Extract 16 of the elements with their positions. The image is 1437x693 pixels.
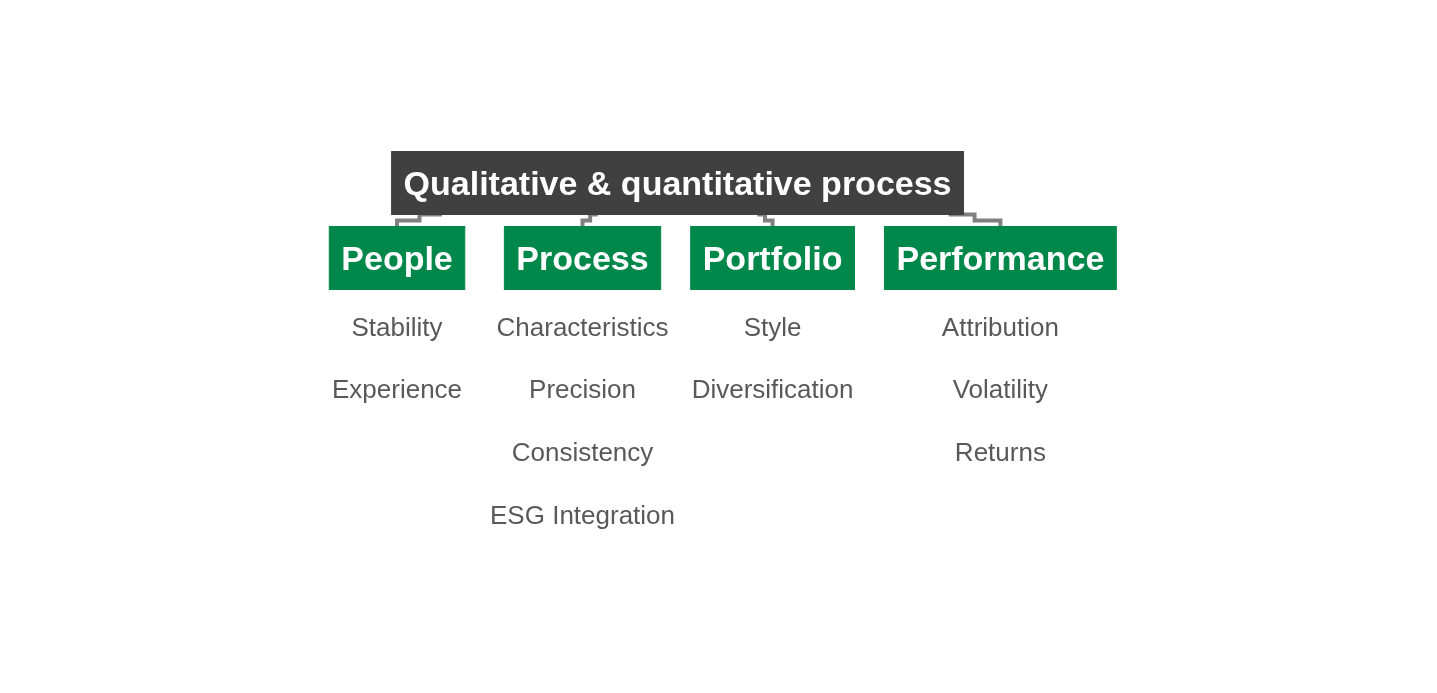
node-box: Performance xyxy=(884,226,1118,290)
node-label: Precision xyxy=(529,374,637,405)
node-box: People xyxy=(329,226,466,290)
node-label: Returns xyxy=(955,437,1047,468)
node-label: Style xyxy=(744,311,802,342)
node-label: Stability xyxy=(351,311,443,342)
node-box: Qualitative & quantitative process xyxy=(391,151,965,215)
node-label: Characteristics xyxy=(496,311,669,342)
node-label: Consistency xyxy=(512,437,654,468)
node-label: ESG Integration xyxy=(490,500,676,531)
node-label: Experience xyxy=(332,374,463,405)
node-box: Process xyxy=(504,226,662,290)
node-label: Diversification xyxy=(691,374,854,405)
node-box: Portfolio xyxy=(690,226,856,290)
node-label: Attribution xyxy=(942,311,1060,342)
node-label: Volatility xyxy=(953,374,1049,405)
